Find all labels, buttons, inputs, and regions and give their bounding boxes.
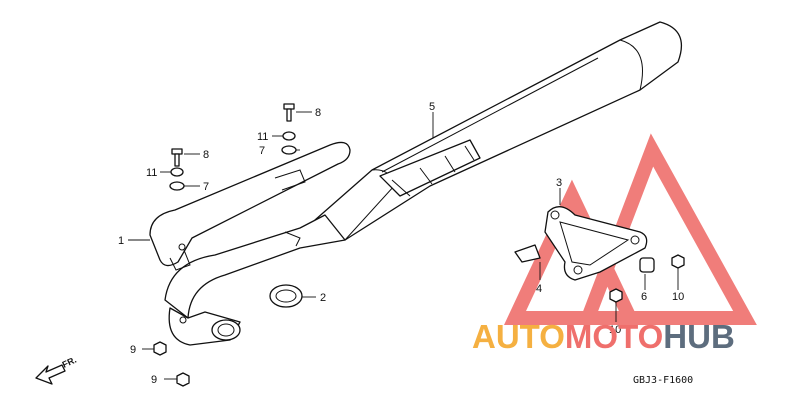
callout-3: 3 (556, 177, 562, 189)
nut-icon (153, 254, 685, 387)
callout-8-lower: 8 (203, 149, 209, 161)
watermark-part-moto: MOTO (565, 318, 663, 355)
spacer-icon (169, 145, 297, 191)
watermark-wordmark: AUTOMOTOHUB (472, 318, 735, 355)
callout-8-upper: 8 (315, 107, 321, 119)
callout-11-upper: 11 (257, 131, 268, 143)
gasket-part (269, 284, 303, 308)
callout-9-upper: 9 (130, 344, 136, 356)
callout-1: 1 (118, 235, 124, 247)
callout-10-right: 10 (672, 291, 684, 303)
watermark-part-auto: AUTO (472, 318, 565, 355)
bolt-icon (171, 103, 295, 167)
bracket-part (544, 206, 648, 281)
exhaust-pipe-part (164, 214, 346, 346)
callout-4: 4 (536, 283, 542, 295)
watermark-part-hub: HUB (663, 318, 735, 355)
callout-6: 6 (641, 291, 647, 303)
leader-lines (128, 111, 679, 380)
callout-7-upper: 7 (259, 145, 265, 157)
callout-5: 5 (429, 101, 435, 113)
diagram-code: GBJ3-F1600 (633, 375, 693, 386)
heat-shield-part (149, 141, 351, 271)
muffler-part (314, 21, 683, 241)
clamp-part (514, 244, 541, 263)
callout-10-lower: 10 (609, 324, 621, 336)
collar-part (639, 257, 655, 273)
callout-7-lower: 7 (203, 181, 209, 193)
front-direction-arrow-icon (35, 364, 66, 385)
callout-9-lower: 9 (151, 374, 157, 386)
front-direction-label: FR. (61, 355, 78, 370)
callout-2: 2 (320, 292, 326, 304)
callout-11-lower: 11 (146, 167, 157, 179)
